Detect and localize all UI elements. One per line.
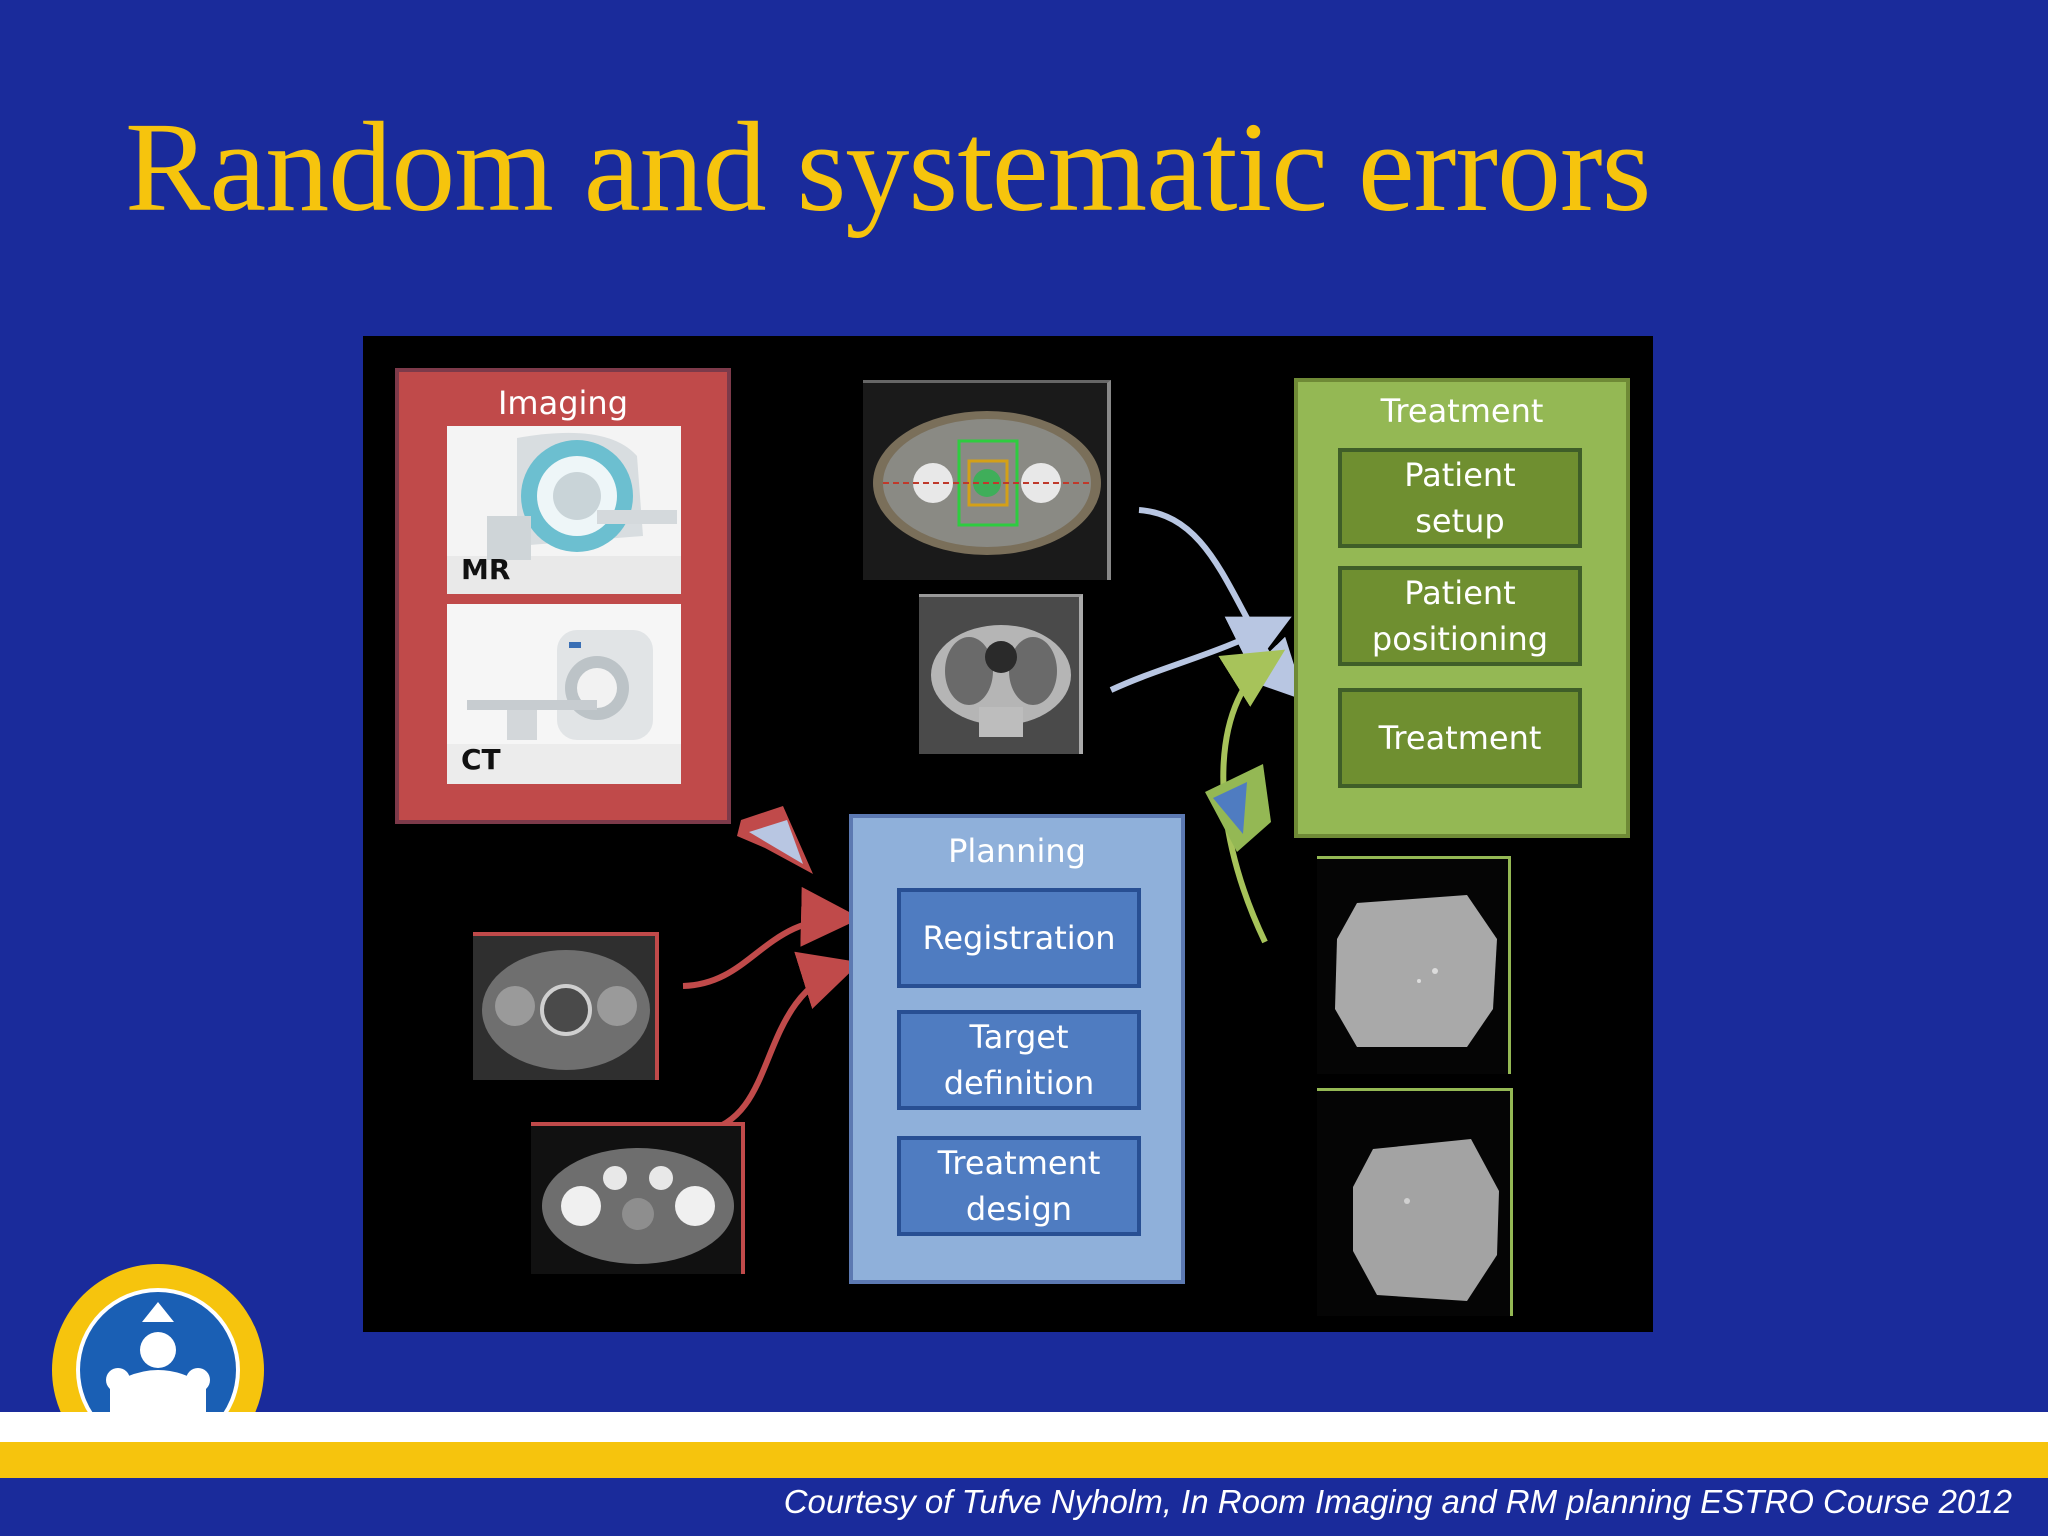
mr-scanner-icon: [447, 432, 681, 594]
slide-title: Random and systematic errors: [125, 96, 1651, 238]
mr-scanner-photo: MR: [447, 426, 681, 594]
arrow-mr-to-registration: [682, 886, 861, 989]
arrow-ct-to-registration: [702, 951, 861, 1135]
arrow-drr-to-positioning: [1109, 616, 1292, 693]
treatment-panel: Treatment Patient setup Patient position…: [1294, 378, 1630, 838]
planning-step-target-definition: Target definition: [897, 1010, 1141, 1110]
ct-slice-image: [531, 1122, 745, 1274]
footer-blue-bar: [0, 1478, 2048, 1536]
cbct-slice-image-1: [1317, 856, 1511, 1074]
planning-title: Planning: [948, 832, 1086, 870]
imaging-title: Imaging: [497, 384, 628, 422]
footer-white-stripe: [0, 1412, 2048, 1442]
arrow-cbct-to-treatment: [1218, 649, 1286, 944]
treatment-step-patient-setup: Patient setup: [1338, 448, 1582, 548]
slide-credit: Courtesy of Tufve Nyholm, In Room Imagin…: [783, 1483, 2012, 1520]
workflow-diagram: Imaging MR CT: [363, 336, 1653, 1332]
mr-slice-image: [473, 932, 659, 1080]
footer-yellow-stripe: [0, 1442, 2048, 1478]
planning-step-registration: Registration: [897, 888, 1141, 988]
ct-scanner-icon: [447, 630, 681, 784]
imaging-panel: Imaging MR CT: [395, 368, 731, 824]
imaging-to-planning-arrow: [737, 806, 813, 874]
planning-panel: Planning Registration Target definition …: [849, 814, 1185, 1284]
mr-label: MR: [461, 553, 511, 586]
cbct-slice-image-2: [1317, 1088, 1513, 1316]
planning-ct-slice-image: [863, 380, 1111, 580]
treatment-step-treatment: Treatment: [1338, 688, 1582, 788]
connector-arrows: [682, 507, 1306, 1135]
planning-to-treatment-arrow: [1205, 764, 1271, 852]
treatment-step-patient-positioning: Patient positioning: [1338, 566, 1582, 666]
drr-pelvis-image: [919, 594, 1083, 754]
ct-scanner-photo: CT: [447, 604, 681, 784]
treatment-title: Treatment: [1380, 392, 1544, 430]
arrow-planning-ct-to-setup: [1138, 507, 1306, 701]
ct-label: CT: [461, 743, 501, 776]
planning-step-treatment-design: Treatment design: [897, 1136, 1141, 1236]
